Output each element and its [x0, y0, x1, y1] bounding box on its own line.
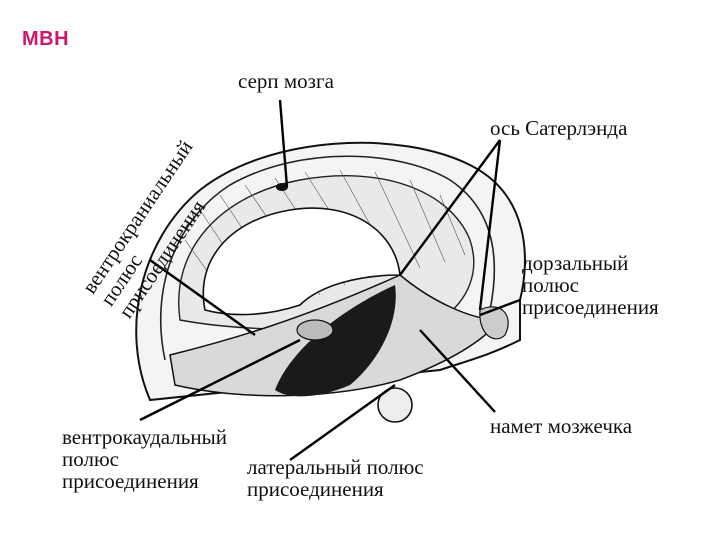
label-ventrocaudal-line-3: присоединения	[62, 470, 227, 492]
label-ventrocaudal-pole: вентрокаудальный полюс присоединения	[62, 426, 227, 492]
label-lateral-line-1: латеральный полюс	[247, 456, 424, 478]
label-dorsal-line-1: дорзальный	[522, 252, 659, 274]
label-lateral-line-2: присоединения	[247, 478, 424, 500]
label-sutherland-axis: ось Сатерлэнда	[490, 117, 627, 139]
label-lateral-pole: латеральный полюс присоединения	[247, 456, 424, 500]
label-dorsal-pole: дорзальный полюс присоединения	[522, 252, 659, 318]
leader-lateral	[290, 385, 395, 460]
label-dorsal-line-3: присоединения	[522, 296, 659, 318]
label-falx-cerebri: серп мозга	[238, 70, 334, 92]
label-ventrocaudal-line-1: вентрокаудальный	[62, 426, 227, 448]
label-ventrocaudal-line-2: полюс	[62, 448, 227, 470]
label-tentorium: намет мозжечка	[490, 415, 632, 437]
clinoid-structure	[297, 320, 333, 340]
label-dorsal-line-2: полюс	[522, 274, 659, 296]
